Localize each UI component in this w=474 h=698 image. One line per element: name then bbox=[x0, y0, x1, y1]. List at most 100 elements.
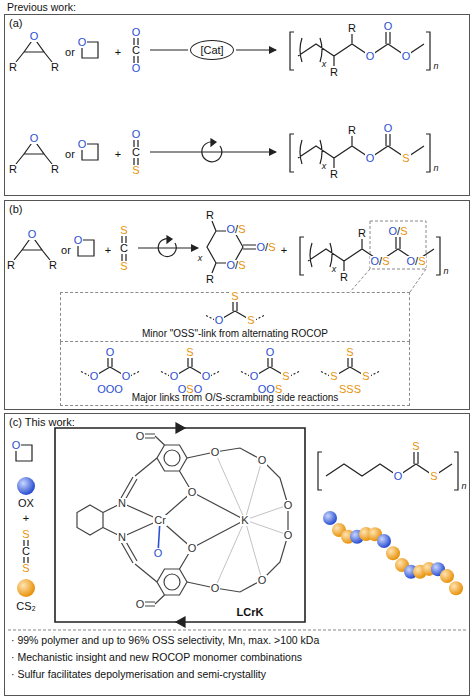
atom-label: O bbox=[383, 21, 394, 32]
catalyst-oval: [Cat] bbox=[190, 40, 234, 60]
atom-label: S bbox=[329, 371, 338, 382]
atom-label: + bbox=[280, 245, 288, 256]
atom-label: OOS bbox=[257, 384, 283, 395]
atom-label: O bbox=[249, 371, 260, 382]
subscript-label: x bbox=[197, 254, 204, 263]
zoom-box bbox=[350, 221, 426, 292]
atom-label: S bbox=[401, 153, 410, 164]
atom-label: + bbox=[114, 47, 122, 58]
bead-chain bbox=[323, 511, 463, 595]
atom-label: O bbox=[27, 229, 38, 240]
atom-label: R bbox=[50, 62, 60, 73]
atom-label: O bbox=[131, 63, 142, 74]
atom-label: R bbox=[6, 260, 16, 271]
atom-label: O bbox=[214, 315, 225, 326]
atom-label: R bbox=[357, 228, 367, 239]
polymer-bead bbox=[449, 581, 463, 595]
atom-label: O bbox=[210, 583, 221, 594]
cyclic-carbonate bbox=[207, 221, 256, 273]
atom-label: OX bbox=[17, 498, 35, 509]
atom-label: O bbox=[393, 471, 404, 482]
atom-label: S bbox=[361, 371, 370, 382]
atom-label: CS₂ bbox=[15, 601, 37, 612]
catalyst-lcrk bbox=[77, 434, 288, 606]
node-text: [Cat] bbox=[200, 44, 223, 57]
atom-label: R bbox=[50, 164, 60, 175]
atom-label: S bbox=[21, 529, 30, 540]
atom-label: + bbox=[22, 513, 30, 524]
note-text: · Mechanistic insight and new ROCOP mono… bbox=[10, 652, 303, 663]
panel-label: (c) This work: bbox=[9, 416, 75, 429]
atom-label: S bbox=[246, 315, 255, 326]
node-text: Minor "OSS"-link from alternating ROCOP bbox=[142, 328, 328, 340]
atom-label: O/S bbox=[226, 260, 247, 271]
atom-label: R bbox=[329, 169, 339, 180]
atom-label: N bbox=[117, 498, 127, 509]
subscript-label: x bbox=[321, 60, 328, 69]
atom-label: R bbox=[339, 272, 349, 283]
separator bbox=[8, 629, 466, 630]
polymer-bead bbox=[323, 511, 337, 525]
atom-label: O bbox=[401, 51, 412, 62]
atom-label: O/S bbox=[256, 242, 277, 253]
atom-label: O bbox=[131, 129, 142, 140]
atom-label: O bbox=[257, 455, 268, 466]
atom-label: O bbox=[89, 371, 100, 382]
atom-label: R bbox=[329, 67, 339, 78]
reaction-arrow bbox=[138, 247, 198, 248]
atom-label: S bbox=[119, 225, 128, 236]
atom-label: S bbox=[230, 291, 239, 302]
atom-label: S bbox=[119, 261, 128, 272]
atom-label: O bbox=[77, 37, 88, 48]
atom-label: Cr bbox=[153, 515, 167, 526]
loop-head bbox=[211, 139, 216, 146]
atom-label: SSS bbox=[338, 384, 362, 395]
epoxide bbox=[16, 140, 52, 164]
atom-label: S bbox=[281, 371, 290, 382]
atom-label: or bbox=[64, 149, 76, 160]
atom-label: R bbox=[48, 260, 58, 271]
atom-label: O bbox=[29, 133, 40, 144]
atom-label: or bbox=[64, 47, 76, 58]
atom-label: O bbox=[105, 347, 116, 358]
subscript-label: n bbox=[432, 62, 439, 71]
epoxide bbox=[14, 236, 50, 260]
atom-label: O bbox=[153, 548, 164, 559]
atom-label: OOO bbox=[96, 384, 124, 395]
subscript-label: n bbox=[432, 164, 439, 173]
atom-label: O bbox=[283, 500, 294, 511]
loop-heads bbox=[176, 423, 185, 627]
atom-label: OSO bbox=[177, 384, 203, 395]
atom-label: O bbox=[283, 530, 294, 541]
ox-bead bbox=[17, 477, 35, 495]
subscript-label: x bbox=[321, 162, 328, 171]
panel-label: (a) bbox=[9, 17, 22, 30]
atom-label: O bbox=[77, 139, 88, 150]
atom-label: O bbox=[257, 575, 268, 586]
note-text: · 99% polymer and up to 96% OSS selectiv… bbox=[10, 635, 320, 646]
atom-label: O/S bbox=[226, 224, 247, 235]
note-text: Previous work: bbox=[6, 2, 77, 13]
atom-label: O bbox=[135, 431, 146, 442]
atom-label: O bbox=[187, 487, 198, 498]
atom-label: C bbox=[131, 147, 141, 158]
polytrithiocarbonate bbox=[318, 452, 458, 490]
atom-label: O bbox=[73, 235, 84, 246]
atom-label: C bbox=[119, 243, 129, 254]
reaction-arrow bbox=[150, 151, 276, 152]
panel-label: (b) bbox=[9, 203, 22, 216]
atom-label: O/S bbox=[370, 256, 391, 267]
catalytic-loop bbox=[55, 428, 305, 622]
atom-label: O bbox=[11, 440, 22, 451]
atom-label: + bbox=[104, 245, 112, 256]
subscript-label: n bbox=[442, 267, 449, 276]
atom-label: O bbox=[121, 371, 132, 382]
subscript-label: x bbox=[331, 265, 338, 274]
polymer-bead bbox=[386, 546, 400, 560]
atom-label: S bbox=[185, 347, 194, 358]
atom-label: + bbox=[114, 149, 122, 160]
atom-label: S bbox=[345, 347, 354, 358]
atom-label: O bbox=[383, 123, 394, 134]
polycarbonate bbox=[290, 32, 430, 70]
